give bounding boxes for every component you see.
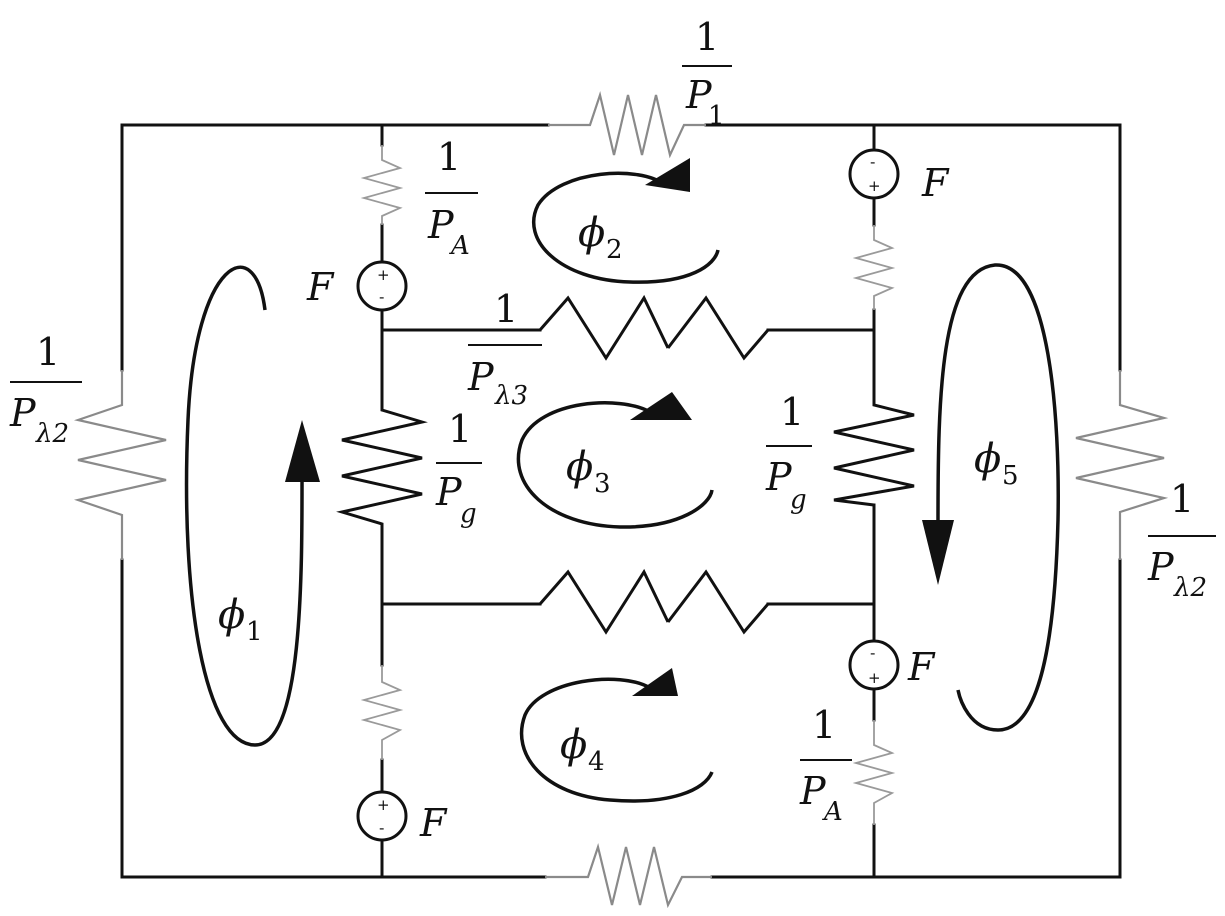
arrow-phi5 [922,520,954,585]
svg-text:ϕ: ϕ [578,210,605,256]
resistor-left-outer [73,370,167,560]
label-f-right-upper: F [921,161,950,205]
svg-text:4: 4 [588,747,605,777]
labels: 1 P 1 1 P A F F 1 P λ2 1 P λ3 [9,15,1216,845]
arrow-phi1 [285,420,320,482]
loop-phi3 [516,401,714,529]
source-right-lower: - + [848,639,900,691]
plus-sign: + [868,669,881,687]
resistor-bottom-right-pa [852,720,896,825]
arrow-phi2 [645,158,690,192]
svg-text:3: 3 [594,469,611,499]
svg-text:ϕ: ϕ [566,444,593,490]
label-res-bottom-right-pa: 1 P A [799,703,852,827]
label-f-left-lower: F [419,801,448,845]
minus-sign: - [379,819,384,837]
label-res-right-outer: 1 P λ2 [1147,477,1216,603]
resistor-left-gap [336,400,428,575]
svg-text:P: P [435,470,463,514]
label-res-left-outer: 1 P λ2 [9,330,82,449]
loop-phi2 [531,171,720,284]
plus-sign: + [377,796,390,814]
svg-text:P: P [799,769,827,813]
sources: + - + - - + - + [356,148,900,842]
label-res-left-gap: 1 P g [435,407,482,529]
arrow-phi4 [632,668,678,696]
resistor-lower-horizontal-b [666,569,770,635]
svg-text:1: 1 [246,617,263,647]
flux-loops [184,158,1060,803]
source-left-upper: + - [356,260,408,312]
svg-text:5: 5 [1002,461,1019,491]
svg-text:1: 1 [494,287,518,331]
svg-text:1: 1 [448,407,472,451]
label-phi4: ϕ 4 [560,722,605,777]
svg-text:1: 1 [780,390,804,434]
resistor-middle-lambda3 [538,294,670,361]
svg-text:g: g [790,485,807,515]
label-phi2: ϕ 2 [578,210,623,265]
svg-text:A: A [449,231,470,261]
plus-sign: + [868,177,881,195]
label-phi1: ϕ 1 [218,592,263,647]
resistor-bottom-left-small [360,665,404,760]
svg-text:P: P [9,391,37,435]
svg-text:1: 1 [437,135,461,179]
svg-text:1: 1 [812,703,836,747]
svg-text:P: P [685,73,713,117]
label-res-right-gap: 1 P g [765,390,812,515]
loop-phi5 [936,263,1060,732]
svg-text:λ3: λ3 [494,381,528,411]
resistor-top-left-pa [360,145,404,225]
svg-text:g: g [460,499,477,529]
resistor-right-outer [1075,370,1169,560]
resistor-top-right-small [852,225,896,310]
svg-text:P: P [1147,545,1175,589]
svg-text:P: P [467,355,495,399]
label-phi3: ϕ 3 [566,444,611,499]
svg-text:1: 1 [695,15,719,59]
label-res-top-left-pa: 1 P A [425,135,478,261]
svg-text:1: 1 [708,101,725,131]
svg-text:1: 1 [1170,477,1194,521]
resistor-right-gap [833,385,915,507]
source-left-lower: + - [356,790,408,842]
label-res-top-p1: 1 P 1 [682,15,732,131]
label-f-right-lower: F [907,645,936,689]
svg-text:P: P [765,455,793,499]
svg-text:P: P [427,203,455,247]
resistor-top-p1 [548,90,706,159]
minus-sign: - [870,153,875,171]
svg-text:ϕ: ϕ [560,722,587,768]
label-phi5: ϕ 5 [974,436,1019,491]
arrow-phi3 [630,392,692,420]
plus-sign: + [377,266,390,284]
resistor-middle-lambda3-b [666,295,770,361]
svg-text:1: 1 [36,330,60,374]
resistors [73,90,1169,909]
resistor-lower-horizontal [538,568,670,635]
wires [120,123,1122,879]
svg-text:ϕ: ϕ [974,436,1001,482]
svg-text:ϕ: ϕ [218,592,245,638]
svg-text:λ2: λ2 [1173,573,1207,603]
resistor-bottom [545,843,712,909]
loop-phi4 [519,677,714,803]
svg-text:A: A [822,797,843,827]
minus-sign: - [870,644,875,662]
label-res-middle-lambda3: 1 P λ3 [467,287,542,411]
minus-sign: - [379,288,384,306]
source-right-upper: - + [848,148,900,200]
loop-phi1 [184,265,304,747]
svg-text:λ2: λ2 [35,419,69,449]
svg-text:2: 2 [606,235,623,265]
label-f-left-upper: F [306,265,335,309]
